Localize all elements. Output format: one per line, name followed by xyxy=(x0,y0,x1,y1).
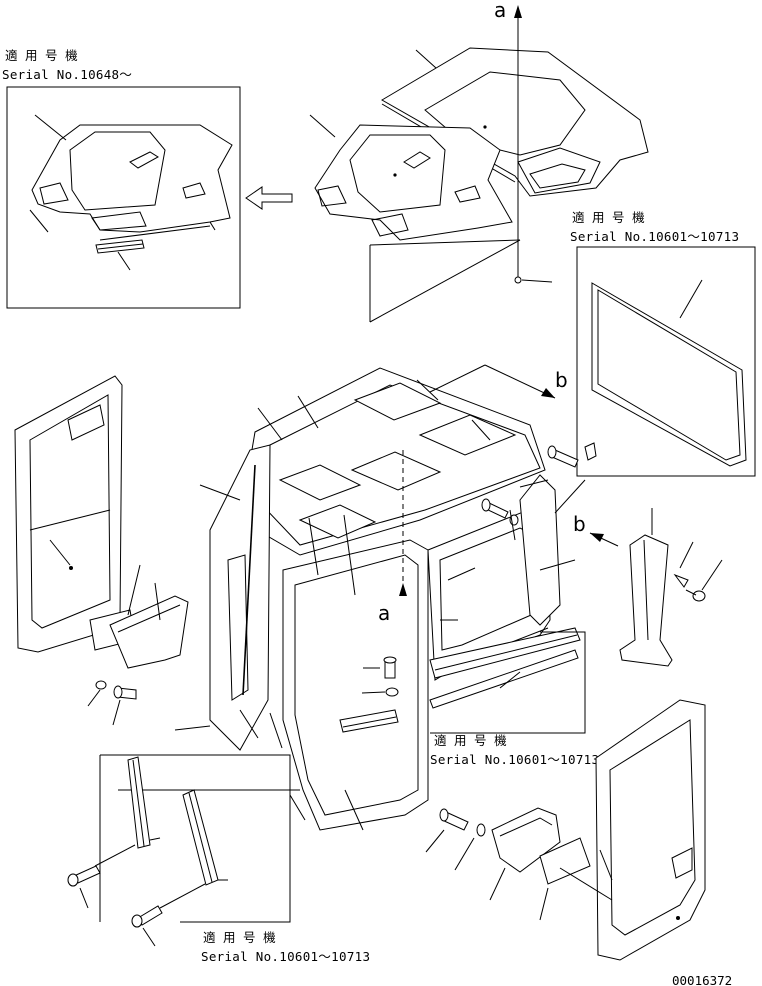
inset-frame-bottom-left xyxy=(99,754,300,923)
bolt-upper-right xyxy=(547,442,597,468)
drawing-number: 00016372 xyxy=(672,973,732,986)
pillar-leaders xyxy=(651,508,723,591)
cab-rear-post xyxy=(519,474,561,626)
headliner-lower xyxy=(314,124,513,241)
cab-roof xyxy=(239,367,546,556)
view-axis-a-top xyxy=(514,5,553,284)
view-marker-b-lower: b xyxy=(573,512,586,536)
bracket-left xyxy=(127,756,151,849)
right-door-leaders xyxy=(425,829,613,921)
window-seal-part xyxy=(591,282,747,467)
inset-frame-right-upper xyxy=(576,246,756,477)
view-arrow-b-upper xyxy=(429,364,556,399)
note-top-left-serial: Serial No.10648～ xyxy=(2,67,132,82)
hollow-arrow-left-icon xyxy=(245,186,293,210)
bolt-center xyxy=(383,656,399,697)
right-door-bolt xyxy=(439,808,486,837)
bracket-right xyxy=(182,789,219,886)
rail-leader xyxy=(499,671,521,689)
view-arrow-b-lower xyxy=(589,532,619,547)
view-marker-b-upper: b xyxy=(555,368,568,392)
seal-leader xyxy=(679,279,703,319)
pillar-screw xyxy=(673,573,706,602)
inset-frame-center-right xyxy=(430,631,586,734)
note-bottom-applicable: 適 用 号 機 xyxy=(203,930,276,945)
inset-strip xyxy=(95,239,145,254)
left-door-leaders xyxy=(49,539,161,726)
view-axis-a-center xyxy=(399,450,407,596)
left-door-plate xyxy=(89,595,189,669)
bracket-bolts xyxy=(67,865,163,928)
left-door xyxy=(14,375,123,653)
cab-lower-rail xyxy=(429,627,581,709)
note-right-upper-serial: Serial No.10601～10713 xyxy=(570,229,739,244)
bolt-mid-right xyxy=(481,498,519,526)
note-top-left-applicable: 適 用 号 機 xyxy=(5,48,78,63)
headliner-leaders xyxy=(309,49,437,138)
inset-frame-top-left xyxy=(6,86,241,309)
right-door xyxy=(595,699,706,961)
note-right-upper-applicable: 適 用 号 機 xyxy=(572,210,645,225)
view-marker-a-center: a xyxy=(378,601,390,625)
view-marker-a-top: a xyxy=(494,0,506,22)
left-door-bolt xyxy=(95,680,137,700)
inset-leaders xyxy=(29,114,131,271)
cab-left-post xyxy=(209,444,271,751)
note-bottom-serial: Serial No.10601～10713 xyxy=(201,949,370,964)
cab-leaders xyxy=(174,379,586,831)
inset-headliner xyxy=(31,124,233,241)
pillar-cover xyxy=(619,534,673,667)
bracket-leaders xyxy=(79,837,228,947)
note-center-right-serial: Serial No.10601～10713 xyxy=(430,752,599,767)
note-center-right-applicable: 適 用 号 機 xyxy=(434,733,507,748)
headliner-plane-lines xyxy=(369,239,521,323)
right-door-plate xyxy=(491,807,591,885)
cab-door xyxy=(282,539,429,831)
